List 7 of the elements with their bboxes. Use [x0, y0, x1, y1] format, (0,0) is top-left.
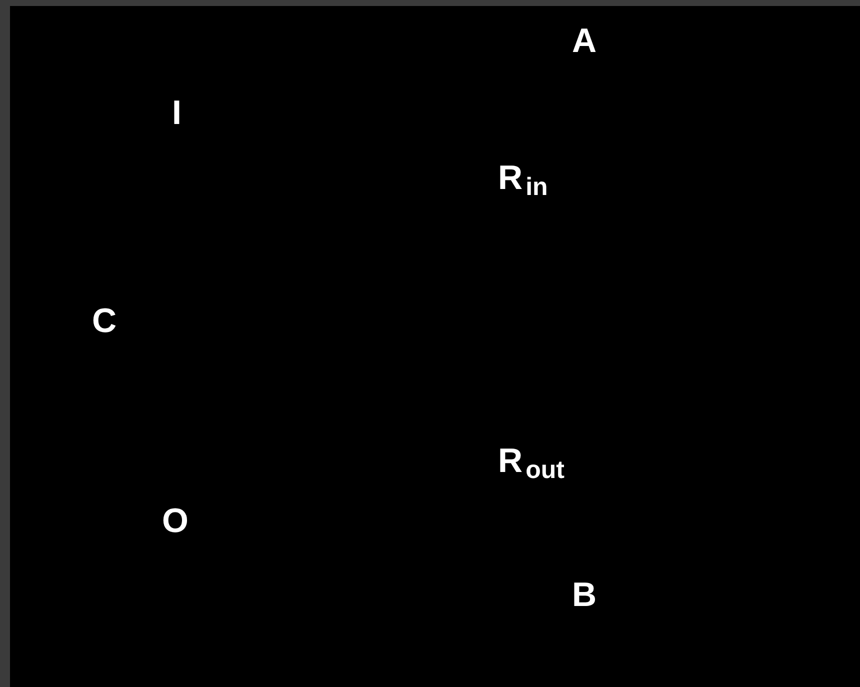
point-label: A: [572, 24, 597, 58]
point-label: R$_{out}$: [498, 444, 564, 478]
point-label: I: [172, 96, 182, 130]
point-label: R$_{in}$: [498, 161, 548, 195]
point-label: O: [162, 504, 188, 538]
point-label: B: [572, 578, 597, 612]
point-label: C: [92, 304, 117, 338]
